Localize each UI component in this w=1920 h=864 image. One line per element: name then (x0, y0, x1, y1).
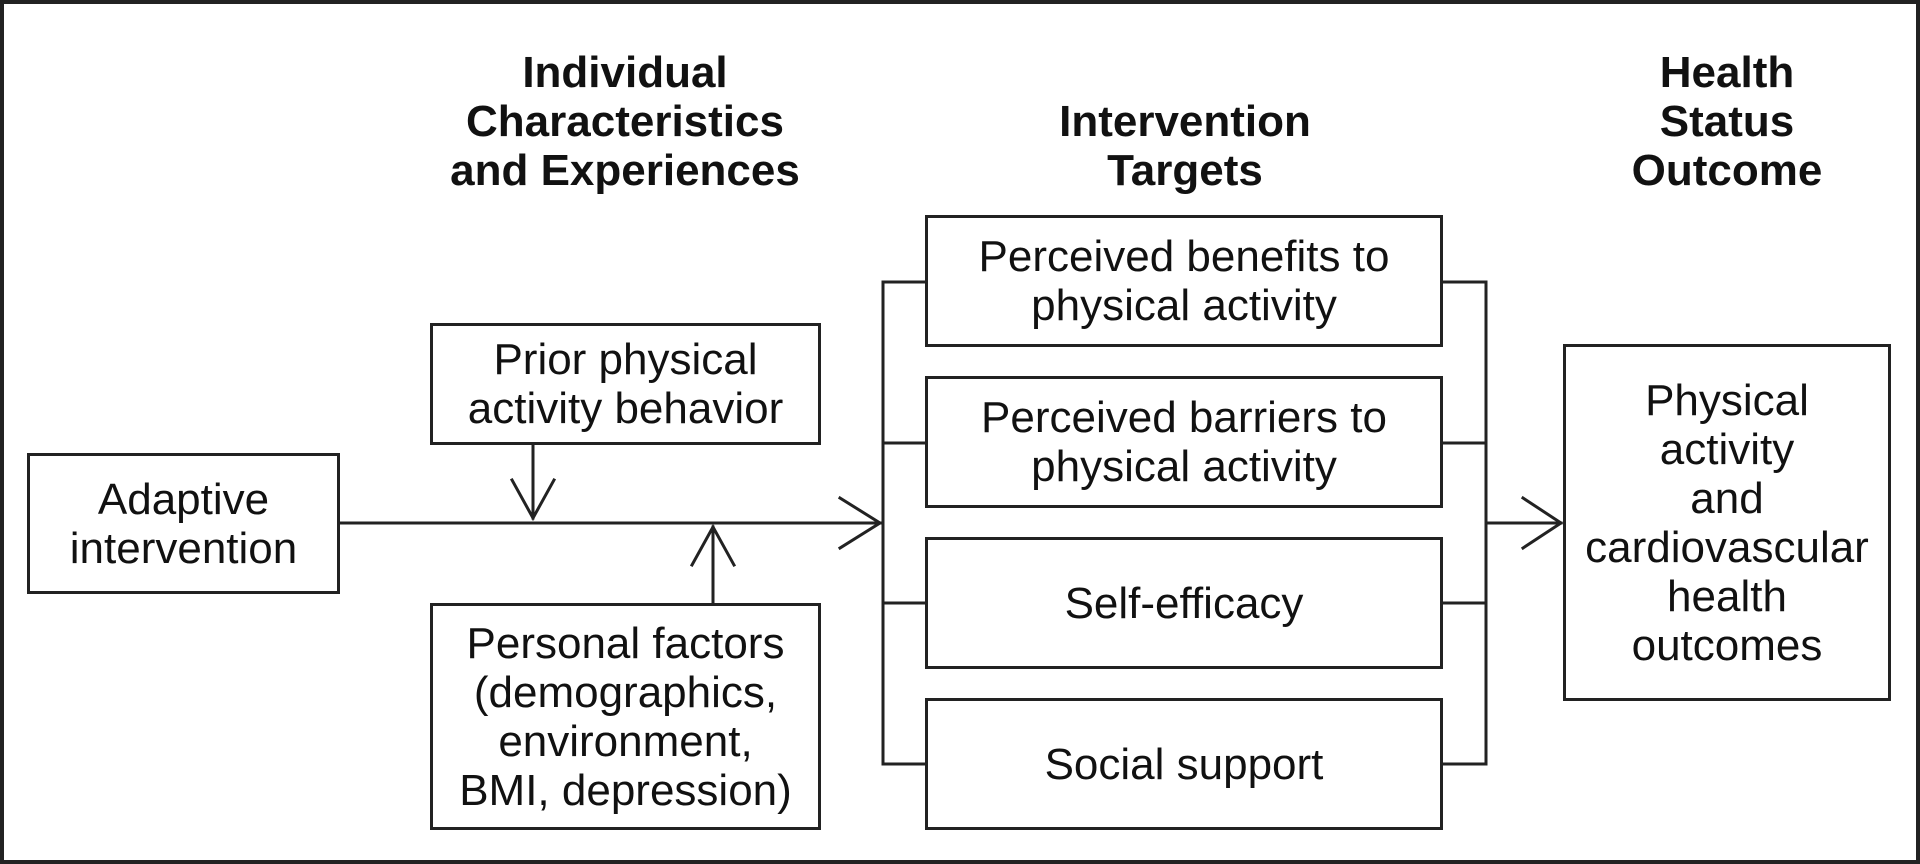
perceived-barriers-box: Perceived barriers to physical activity (925, 376, 1443, 508)
heading-individual-characteristics: Individual Characteristics and Experienc… (450, 48, 800, 195)
personal-factors-box: Personal factors (demographics, environm… (430, 603, 821, 830)
heading-health-status-outcome: Health Status Outcome (1631, 48, 1823, 195)
personal-up-arrowhead (689, 523, 737, 568)
prior-physical-activity-box: Prior physical activity behavior (430, 323, 821, 445)
social-support-box: Social support (925, 698, 1443, 830)
prior-down-arrowhead (509, 477, 557, 522)
adaptive-intervention-box: Adaptive intervention (27, 453, 340, 594)
main-flow-arrowhead (837, 495, 883, 551)
perceived-benefits-box: Perceived benefits to physical activity (925, 215, 1443, 347)
heading-intervention-targets: Intervention Targets (1059, 97, 1311, 195)
self-efficacy-box: Self-efficacy (925, 537, 1443, 669)
health-outcomes-box: Physical activity and cardiovascular hea… (1563, 344, 1891, 701)
outcome-arrowhead (1520, 495, 1564, 551)
